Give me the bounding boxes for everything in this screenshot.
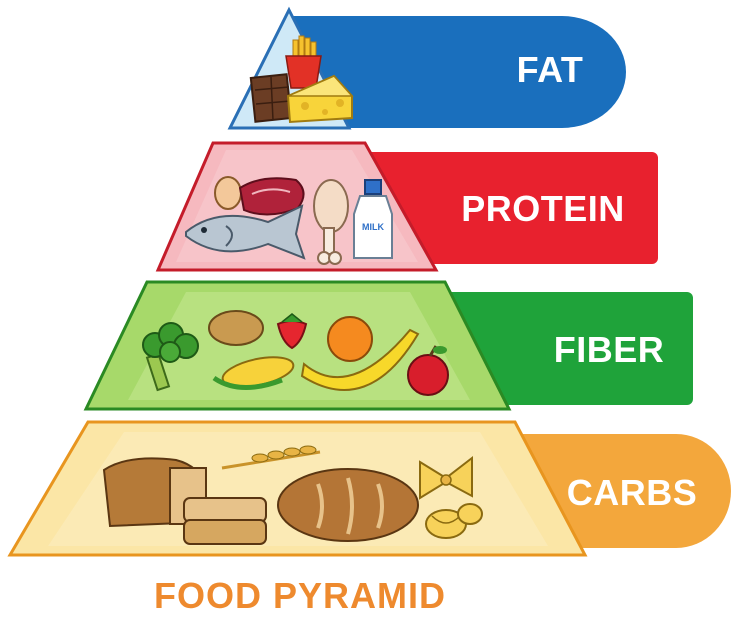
chocolate-bar-icon bbox=[249, 73, 293, 123]
round-bread-icon bbox=[277, 468, 419, 542]
cheese-wedge-icon bbox=[286, 74, 354, 124]
fish-icon bbox=[185, 204, 306, 260]
protein-banner bbox=[360, 152, 658, 264]
fiber-banner bbox=[440, 292, 693, 405]
milk-bottle-icon: MILK bbox=[353, 179, 393, 259]
sliced-bread-icon bbox=[183, 497, 267, 545]
broccoli-icon bbox=[142, 322, 199, 392]
tier-label-fiber: FIBER bbox=[554, 329, 665, 370]
tier-fat: FAT bbox=[227, 6, 626, 130]
egg-icon bbox=[214, 176, 242, 210]
apple-icon bbox=[407, 345, 449, 396]
tier-label-fat: FAT bbox=[517, 49, 584, 90]
diagram-caption: FOOD PYRAMID bbox=[153, 575, 446, 616]
banana-icon bbox=[300, 328, 420, 391]
orange-icon bbox=[327, 316, 373, 362]
wheat-stalk-icon bbox=[221, 445, 321, 470]
tier-fiber: FIBER bbox=[83, 280, 693, 411]
tier-label-carbs: CARBS bbox=[567, 472, 698, 513]
strawberry-icon bbox=[276, 313, 308, 350]
fat-banner bbox=[290, 16, 626, 128]
tier-protein: MILK PROTEIN bbox=[155, 141, 658, 272]
tier-carbs: CARBS bbox=[7, 420, 731, 557]
milk-label: MILK bbox=[362, 222, 384, 232]
raw-steak-icon bbox=[238, 177, 305, 216]
rotini-pasta-icon bbox=[425, 503, 483, 539]
chicken-drumstick-icon bbox=[313, 179, 349, 265]
corn-icon bbox=[212, 356, 295, 391]
tier-label-protein: PROTEIN bbox=[461, 188, 625, 229]
potato-icon bbox=[208, 310, 264, 346]
bowtie-pasta-icon bbox=[419, 455, 473, 500]
